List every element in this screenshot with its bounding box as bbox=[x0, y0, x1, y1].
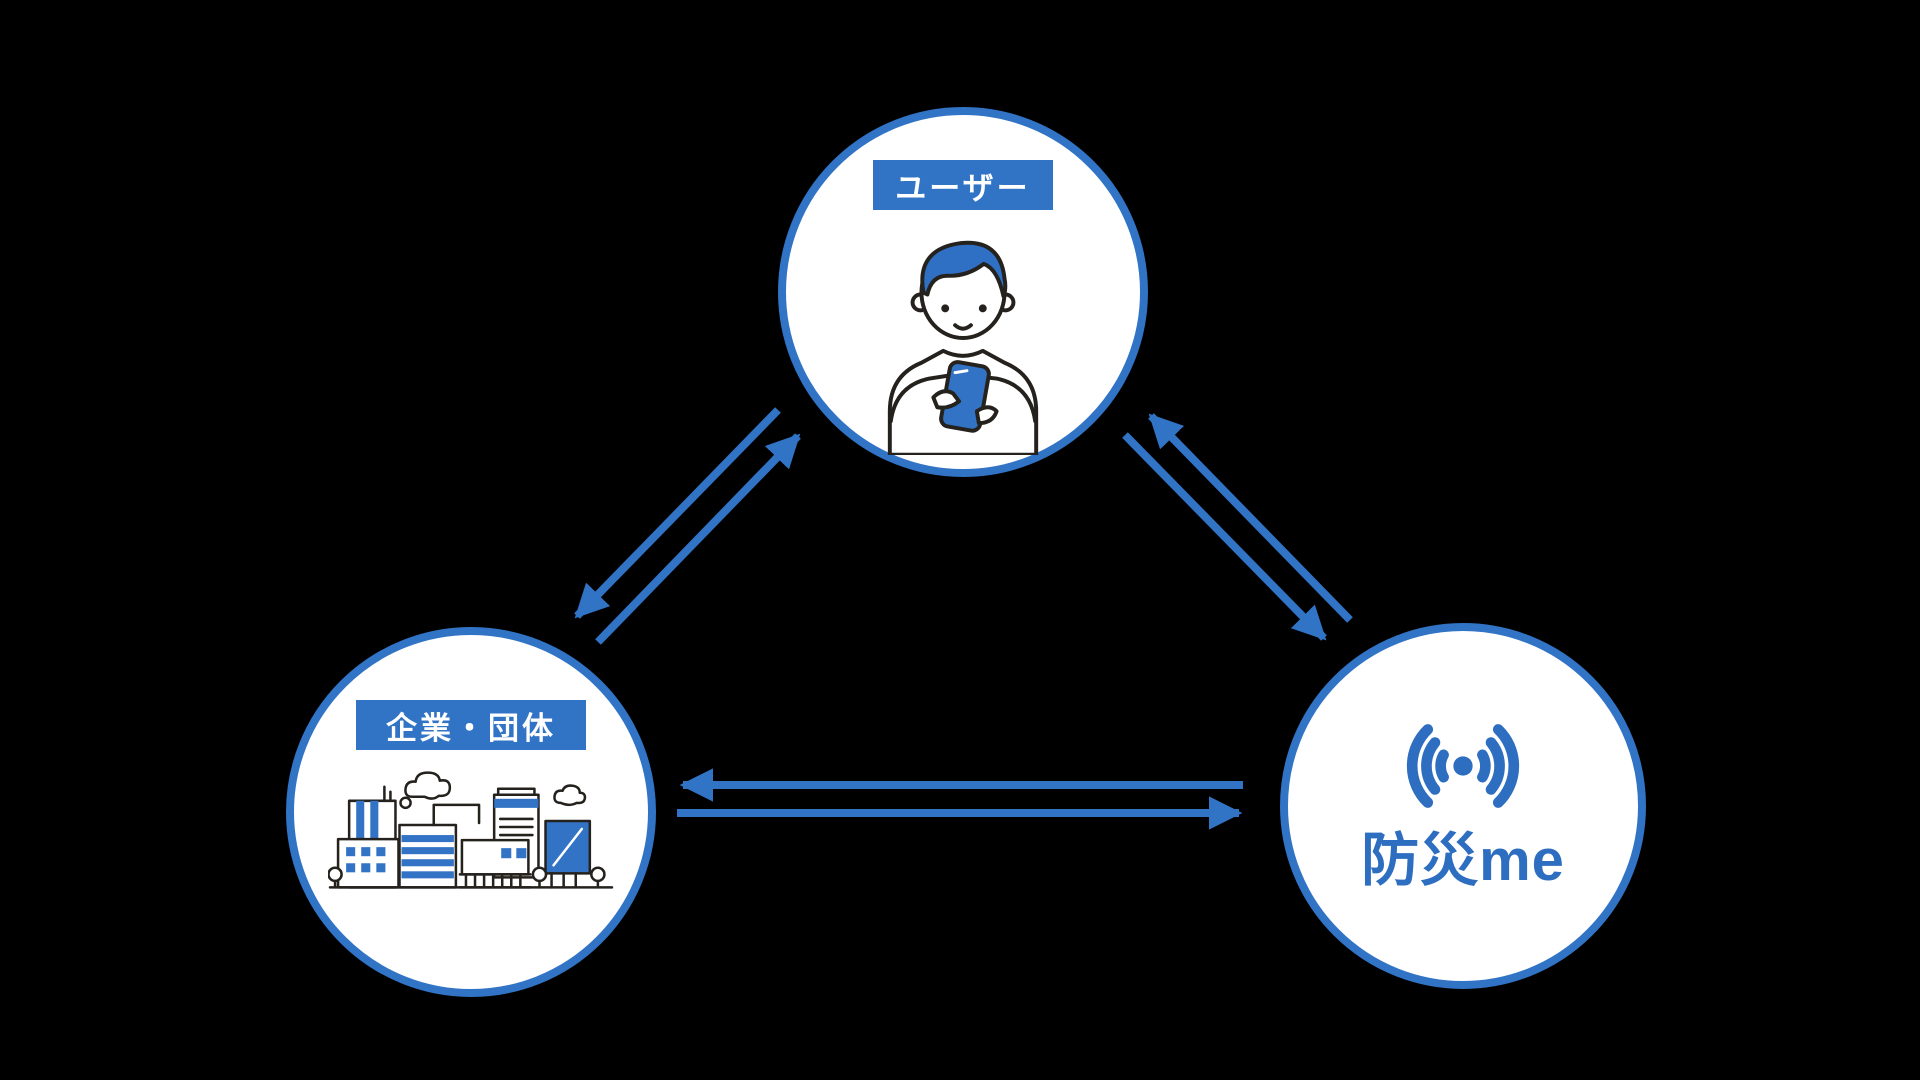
company-label: 企業・団体 bbox=[356, 700, 586, 750]
arrow-user-to-company bbox=[574, 407, 781, 619]
building-glass-reflection bbox=[552, 827, 584, 867]
arrow-service-to-user bbox=[1148, 413, 1353, 623]
arrow-user-to-service bbox=[1122, 432, 1327, 641]
smartphone-screen-highlight bbox=[953, 369, 969, 375]
rooftop-bracket bbox=[432, 803, 481, 827]
person-with-smartphone-illustration bbox=[887, 240, 1039, 455]
node-user: ユーザー bbox=[778, 107, 1148, 477]
node-service: 防災me bbox=[1280, 623, 1646, 989]
broadcast-center-dot bbox=[1453, 756, 1473, 776]
person-hand-right bbox=[974, 405, 999, 426]
street-trees bbox=[328, 866, 606, 889]
person-eye-right bbox=[978, 304, 987, 313]
user-label: ユーザー bbox=[873, 160, 1053, 210]
building-tall-right-cap bbox=[496, 787, 536, 797]
person-eye-left bbox=[941, 304, 950, 313]
service-brand-text: 防災me bbox=[1361, 828, 1565, 893]
building-tall-right-lines bbox=[498, 817, 534, 837]
building-glass-base bbox=[550, 872, 577, 889]
person-arm-right bbox=[976, 374, 1038, 424]
node-company: 企業・団体 bbox=[286, 627, 656, 997]
person-arm-left bbox=[888, 372, 958, 424]
building-antenna-lines bbox=[383, 785, 392, 803]
building-striped-bands bbox=[401, 835, 454, 879]
cloud-left bbox=[404, 771, 452, 800]
person-mouth bbox=[953, 323, 973, 331]
person-hair bbox=[920, 240, 1008, 299]
arrow-company-to-user bbox=[595, 433, 801, 645]
cloud-left-puff bbox=[399, 796, 412, 810]
window-grid bbox=[346, 847, 386, 873]
cityscape-buildings-illustration bbox=[328, 771, 614, 889]
building-tall-right-band bbox=[494, 798, 539, 808]
building-low-windows bbox=[501, 848, 527, 859]
cloud-right bbox=[553, 784, 587, 807]
person-hand-left bbox=[931, 389, 962, 410]
broadcast-waves-icon bbox=[1406, 724, 1520, 808]
